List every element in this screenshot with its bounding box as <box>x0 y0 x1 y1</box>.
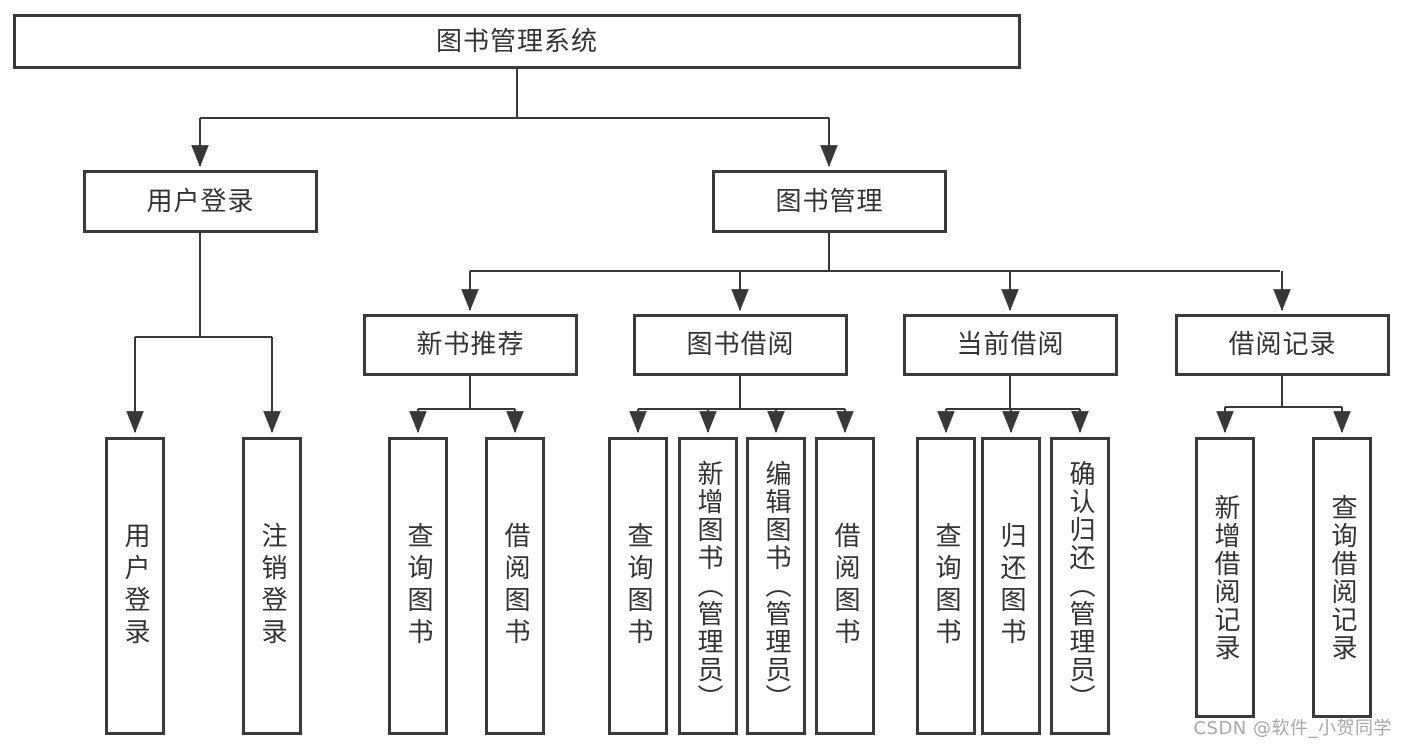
leaf-bb-borrow-books: 借阅图书 <box>815 437 875 735</box>
node-new-book-rec-label: 新书推荐 <box>416 330 525 360</box>
node-current-borrow-label: 当前借阅 <box>956 330 1065 360</box>
leaf-rec-query-books-label: 查询图书 <box>403 522 433 650</box>
csdn-watermark: CSDN @软件_小贺同学 <box>1193 718 1392 739</box>
leaf-bb-edit-books-admin: 编辑图书（管理员） <box>746 437 806 735</box>
node-borrow-records: 借阅记录 <box>1175 314 1390 376</box>
leaf-logout: 注销登录 <box>242 437 302 735</box>
leaf-cb-query-books: 查询图书 <box>916 437 976 735</box>
leaf-cb-confirm-return-admin: 确认归还（管理员） <box>1050 437 1110 735</box>
leaf-rec-borrow-books: 借阅图书 <box>485 437 545 735</box>
node-book-mgmt-label: 图书管理 <box>775 186 884 217</box>
leaf-logout-label: 注销登录 <box>257 522 287 650</box>
leaf-cb-confirm-return-admin-label: 确认归还（管理员） <box>1065 460 1095 712</box>
node-current-borrow: 当前借阅 <box>903 314 1118 376</box>
leaf-bb-edit-books-admin-label: 编辑图书（管理员） <box>761 460 791 712</box>
leaf-br-query-record: 查询借阅记录 <box>1312 437 1372 718</box>
leaf-bb-add-books-admin-label: 新增图书（管理员） <box>693 460 723 712</box>
node-user-login: 用户登录 <box>83 170 318 233</box>
node-user-login-label: 用户登录 <box>146 186 255 217</box>
node-book-mgmt: 图书管理 <box>712 170 947 233</box>
leaf-user-login-label: 用户登录 <box>120 522 150 650</box>
leaf-bb-query-books-label: 查询图书 <box>623 522 653 650</box>
leaf-bb-borrow-books-label: 借阅图书 <box>830 522 860 650</box>
leaf-cb-return-books-label: 归还图书 <box>996 522 1026 650</box>
leaf-br-query-record-label: 查询借阅记录 <box>1327 493 1357 662</box>
leaf-rec-borrow-books-label: 借阅图书 <box>500 522 530 650</box>
node-root: 图书管理系统 <box>13 14 1021 69</box>
leaf-rec-query-books: 查询图书 <box>388 437 448 735</box>
tree-trunk-lines <box>135 69 1342 410</box>
leaf-bb-add-books-admin: 新增图书（管理员） <box>678 437 738 735</box>
node-book-borrow: 图书借阅 <box>633 314 848 376</box>
leaf-user-login: 用户登录 <box>105 437 165 735</box>
leaf-bb-query-books: 查询图书 <box>608 437 668 735</box>
leaf-br-add-record-label: 新增借阅记录 <box>1210 493 1240 662</box>
leaf-cb-return-books: 归还图书 <box>981 437 1041 735</box>
node-borrow-records-label: 借阅记录 <box>1228 330 1337 360</box>
node-book-borrow-label: 图书借阅 <box>686 330 795 360</box>
leaf-br-add-record: 新增借阅记录 <box>1195 437 1255 718</box>
node-root-label: 图书管理系统 <box>435 26 598 57</box>
node-new-book-rec: 新书推荐 <box>363 314 578 376</box>
leaf-cb-query-books-label: 查询图书 <box>931 522 961 650</box>
